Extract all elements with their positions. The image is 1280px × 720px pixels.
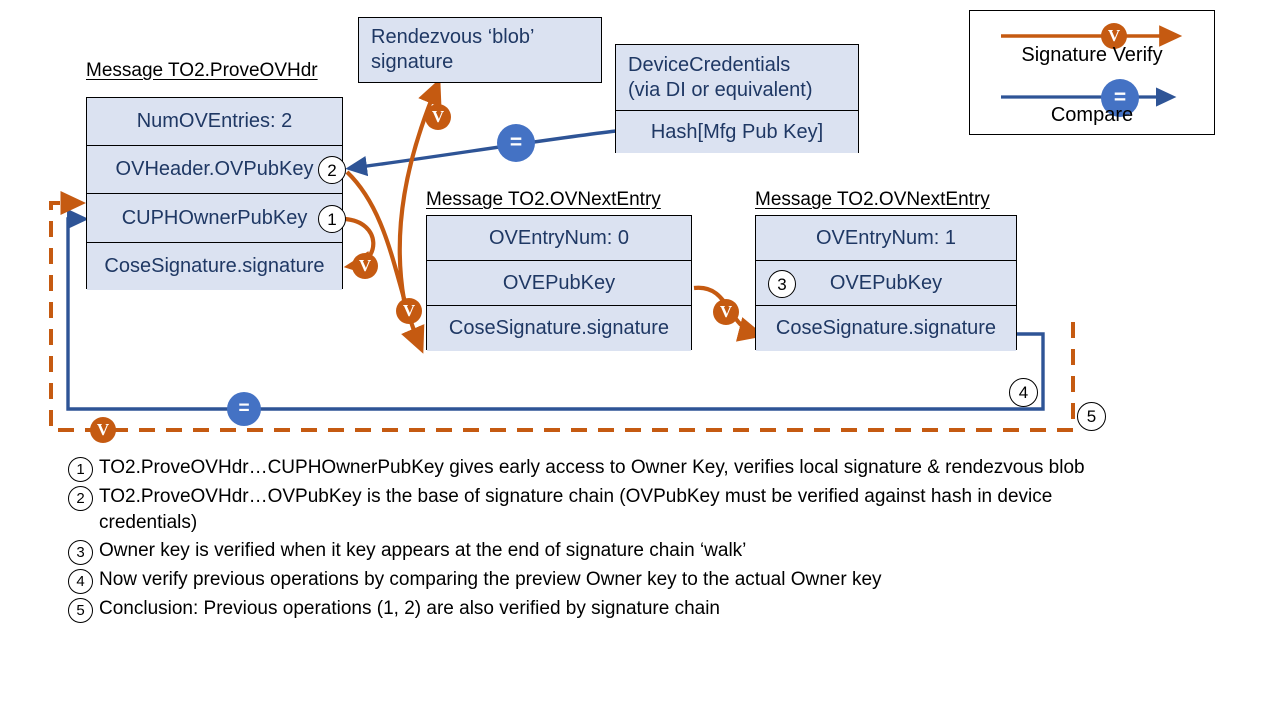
compare-wire-hash-to-ovpubkey — [345, 129, 617, 177]
rendezvous-blob-text: Rendezvous ‘blob’ signature — [359, 18, 601, 82]
legend-verify-icon: V — [1101, 23, 1127, 49]
note-bullet: 2 — [68, 486, 93, 511]
table-row[interactable]: CoseSignature.signature — [87, 243, 342, 290]
marker-3: 3 — [768, 270, 796, 298]
table-row[interactable]: OVEntryNum: 0 — [427, 216, 691, 261]
prove-ovhdr-title: Message TO2.ProveOVHdr — [86, 60, 318, 81]
row-label: CoseSignature.signature — [448, 317, 670, 339]
list-item: 5 Conclusion: Previous operations (1, 2)… — [68, 596, 1188, 623]
row-label: OVEPubKey — [502, 271, 616, 294]
rendezvous-blob-line1: Rendezvous ‘blob’ — [371, 26, 535, 48]
note-text: TO2.ProveOVHdr…OVPubKey is the base of s… — [99, 486, 1053, 533]
legend-compare-icon: = — [1101, 79, 1139, 117]
ov-next-entry-1-panel: OVEntryNum: 1 3 OVEPubKey CoseSignature.… — [755, 215, 1017, 351]
row-label: NumOVEntries: 2 — [136, 110, 293, 132]
note-bullet: 3 — [68, 540, 93, 565]
legend-wires — [1001, 25, 1183, 107]
verify-badge-rendezvous: V — [425, 104, 451, 130]
row-label: OVEPubKey — [829, 271, 943, 294]
verify-badge-cosesignature: V — [352, 253, 378, 279]
note-text: Conclusion: Previous operations (1, 2) a… — [99, 598, 720, 619]
table-row[interactable]: 3 OVEPubKey — [756, 261, 1016, 306]
marker-4: 4 — [1009, 378, 1038, 407]
marker-1: 1 — [318, 205, 346, 233]
table-row[interactable]: CUPHOwnerPubKey 1 — [87, 194, 346, 243]
row-label: OVEntryNum: 1 — [815, 226, 957, 249]
marker-5: 5 — [1077, 402, 1106, 431]
list-item: 2 TO2.ProveOVHdr…OVPubKey is the base of… — [68, 484, 1188, 536]
note-text: Now verify previous operations by compar… — [99, 569, 882, 590]
legend-verify-label: Signature Verify — [1021, 44, 1163, 66]
device-credentials-text: DeviceCredentials (via DI or equivalent) — [616, 45, 858, 111]
rendezvous-blob-panel[interactable]: Rendezvous ‘blob’ signature — [358, 17, 602, 83]
note-bullet: 4 — [68, 569, 93, 594]
verify-badge-entry-chain: V — [713, 299, 739, 325]
row-label: Hash[Mfg Pub Key] — [650, 120, 824, 143]
legend-box: V = Signature Verify Compare — [969, 10, 1215, 135]
table-row[interactable]: OVEPubKey — [427, 261, 691, 306]
row-label: OVEntryNum: 0 — [488, 226, 630, 249]
ov-next-entry-0-title: Message TO2.OVNextEntry — [426, 189, 661, 210]
verify-badge-dashed-loop: V — [90, 417, 116, 443]
note-text: TO2.ProveOVHdr…CUPHOwnerPubKey gives ear… — [99, 457, 1085, 478]
device-credentials-hash-row[interactable]: Hash[Mfg Pub Key] — [616, 111, 858, 153]
legend-compare-label: Compare — [1050, 104, 1134, 126]
table-row[interactable]: OVEntryNum: 1 — [756, 216, 1016, 261]
rendezvous-blob-line2: signature — [371, 51, 454, 73]
compare-badge-hash: = — [497, 124, 535, 162]
note-bullet: 1 — [68, 457, 93, 482]
ov-next-entry-1-title: Message TO2.OVNextEntry — [755, 189, 990, 210]
device-credentials-line2: (via DI or equivalent) — [628, 78, 813, 101]
device-credentials-panel[interactable]: DeviceCredentials (via DI or equivalent)… — [615, 44, 859, 153]
list-item: 4 Now verify previous operations by comp… — [68, 567, 1188, 594]
prove-ovhdr-panel: NumOVEntries: 2 OVHeader.OVPubKey 2 CUPH… — [86, 97, 346, 290]
device-credentials-line1: DeviceCredentials — [628, 53, 791, 76]
row-label: OVHeader.OVPubKey — [115, 158, 314, 180]
table-row[interactable]: CoseSignature.signature — [756, 306, 1016, 351]
note-bullet: 5 — [68, 598, 93, 623]
row-label: CUPHOwnerPubKey — [121, 206, 308, 229]
marker-2: 2 — [318, 156, 346, 184]
row-label: CoseSignature.signature — [775, 317, 997, 339]
list-item: 1 TO2.ProveOVHdr…CUPHOwnerPubKey gives e… — [68, 455, 1188, 482]
compare-badge-owner-key: = — [227, 392, 261, 426]
list-item: 3 Owner key is verified when it key appe… — [68, 538, 1188, 565]
notes-list: 1 TO2.ProveOVHdr…CUPHOwnerPubKey gives e… — [68, 455, 1188, 625]
verify-badge-ovpubkey-chain: V — [396, 298, 422, 324]
row-label: CoseSignature.signature — [104, 255, 325, 277]
table-row[interactable]: OVHeader.OVPubKey 2 — [87, 146, 346, 194]
table-row[interactable]: CoseSignature.signature — [427, 306, 691, 351]
note-text: Owner key is verified when it key appear… — [99, 540, 747, 561]
ov-next-entry-0-panel: OVEntryNum: 0 OVEPubKey CoseSignature.si… — [426, 215, 692, 351]
table-row[interactable]: NumOVEntries: 2 — [87, 98, 342, 146]
